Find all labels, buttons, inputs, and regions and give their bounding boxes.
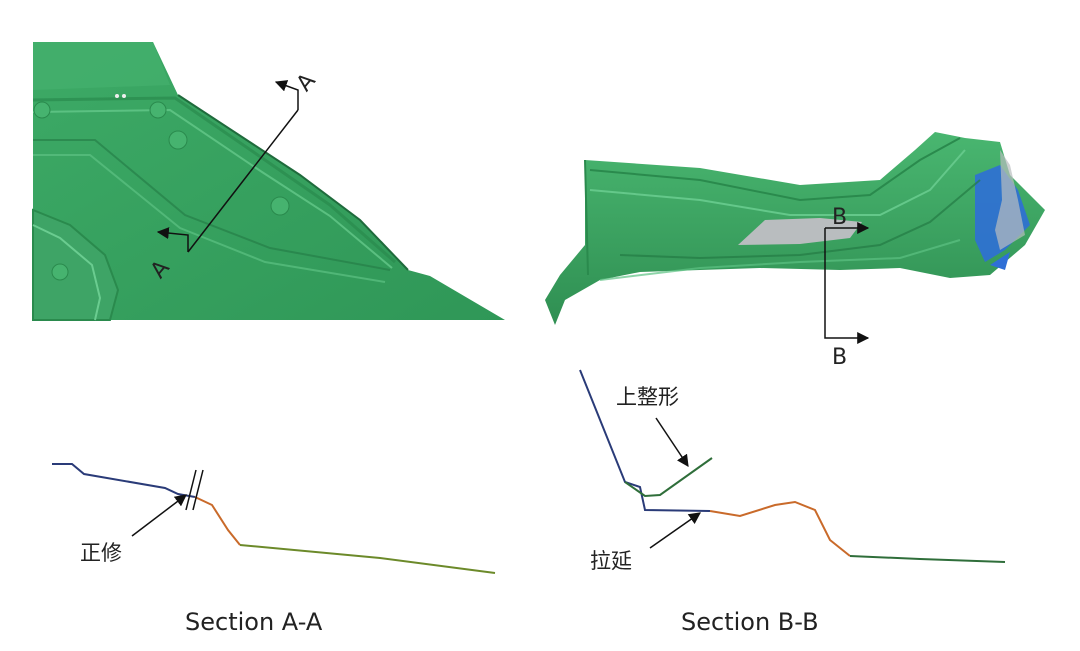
section-b-caption: Section B-B (681, 608, 819, 636)
section-a-curve-green (239, 544, 496, 574)
section-b-profile: 上整形 拉延 Section B-B (579, 369, 1006, 636)
section-a-curve-blue (52, 463, 196, 498)
section-b-curve-green (849, 555, 1006, 563)
panel-view-a: A A (32, 42, 505, 321)
section-b-label-top: B (832, 205, 847, 230)
panel-view-b: B B (545, 132, 1045, 370)
section-a-caption: Section A-A (185, 608, 323, 636)
section-a-profile: 正修 Section A-A (52, 463, 496, 636)
section-line-a (274, 80, 299, 110)
section-b-annotation-bottom-arrow (649, 512, 701, 549)
section-b-curve-upper-trim (624, 457, 713, 498)
section-b-annotation-top-arrow (655, 417, 689, 467)
section-b-curve-blue (579, 369, 711, 512)
section-b-curve-orange (709, 500, 851, 557)
section-a-annotation-arrow (131, 494, 187, 537)
section-b-annotation-top: 上整形 (616, 385, 679, 409)
section-b-label-bottom: B (832, 345, 847, 370)
section-b-annotation-bottom: 拉延 (590, 549, 632, 573)
section-a-label-top: A (292, 69, 321, 97)
section-a-curve-orange (194, 496, 241, 546)
section-a-annotation: 正修 (80, 541, 122, 565)
